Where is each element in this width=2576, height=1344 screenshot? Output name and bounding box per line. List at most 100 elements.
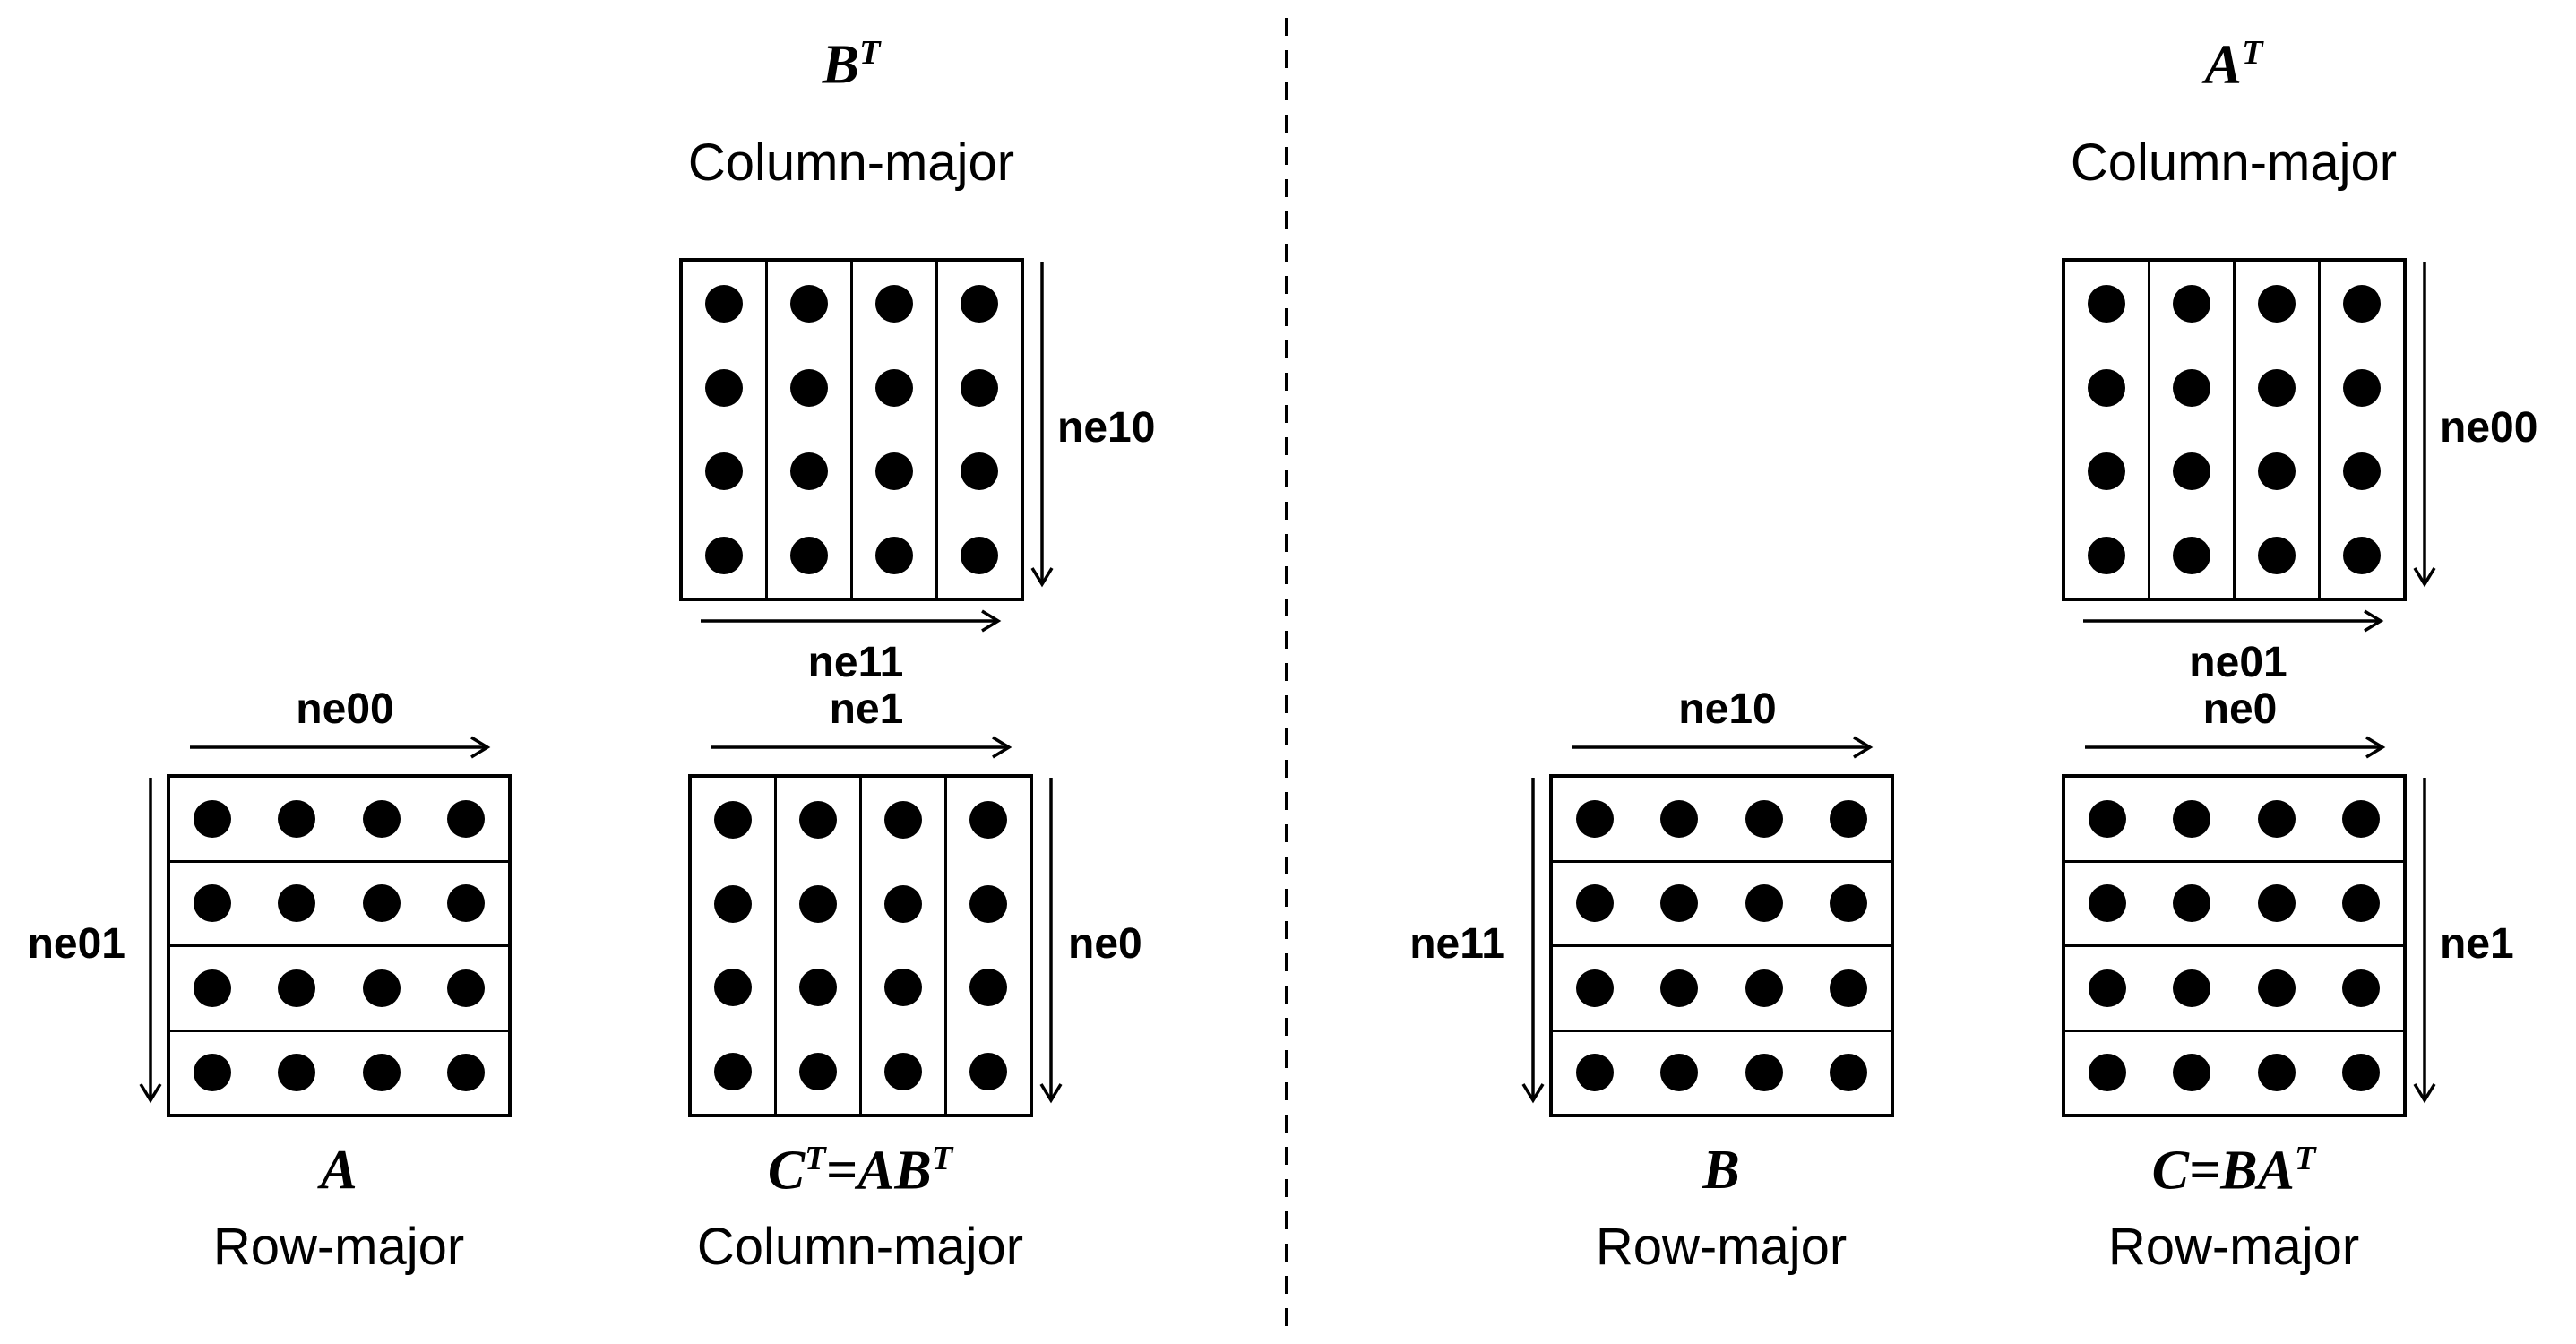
b-width-arrow-right-icon	[1572, 736, 1874, 759]
bt-width-arrow-right-icon	[701, 609, 1002, 633]
matrix-row	[1553, 863, 1891, 947]
matrix-element-dot	[1829, 1054, 1867, 1092]
matrix-element-dot	[790, 537, 828, 575]
matrix-element-dot	[2088, 368, 2125, 407]
matrix-column	[2236, 262, 2321, 598]
a-matrix-title: A	[320, 1140, 358, 1201]
matrix-element-dot	[278, 969, 316, 1007]
matrix-row	[1553, 1032, 1891, 1115]
matrix-element-dot	[705, 452, 743, 491]
matrix-element-dot	[278, 1054, 316, 1092]
matrix-element-dot	[2343, 368, 2381, 407]
matrix-element-dot	[1576, 969, 1615, 1007]
matrix-element-dot	[2341, 1054, 2380, 1092]
at-matrix-title: AT	[2204, 34, 2263, 96]
matrix-element-dot	[790, 368, 828, 407]
matrix-element-dot	[1745, 969, 1783, 1007]
a-height-arrow-down-icon	[139, 778, 162, 1104]
bt-storage-label: Column-major	[687, 134, 1015, 192]
matrix-element-dot	[969, 884, 1007, 923]
matrix-element-dot	[961, 537, 998, 575]
matrix-element-dot	[2257, 884, 2296, 923]
matrix-element-dot	[2257, 1054, 2296, 1092]
matrix-element-dot	[2088, 537, 2125, 575]
matrix-column	[2065, 262, 2150, 598]
ct-storage-label: Column-major	[696, 1218, 1024, 1276]
matrix-element-dot	[2341, 884, 2380, 923]
b-matrix-title: B	[1702, 1140, 1740, 1201]
bt-matrix-title: BT	[822, 34, 881, 96]
matrix-element-dot	[2089, 1054, 2127, 1092]
matrix-element-dot	[278, 799, 316, 838]
matrix-element-dot	[875, 284, 913, 323]
matrix-element-dot	[1660, 799, 1699, 838]
matrix-element-dot	[705, 368, 743, 407]
at-height-arrow-down-icon	[2413, 262, 2436, 588]
matrix-element-dot	[2258, 284, 2296, 323]
matrix-column	[768, 262, 853, 598]
a-storage-label: Row-major	[212, 1218, 465, 1276]
matrix-element-dot	[1576, 1054, 1615, 1092]
matrix-row	[170, 778, 508, 863]
matrix-element-dot	[714, 969, 752, 1007]
matrix-element-dot	[2341, 799, 2380, 838]
c-width-arrow-right-icon	[2085, 736, 2386, 759]
matrix-element-dot	[1660, 1054, 1699, 1092]
matrix-element-dot	[1745, 799, 1783, 838]
matrix-row	[2065, 778, 2403, 863]
ct-matrix-title: CT=ABT	[767, 1140, 953, 1202]
b-dim-label-ne10: ne10	[1678, 685, 1777, 733]
b-matrix-grid	[1549, 774, 1894, 1117]
matrix-element-dot	[875, 368, 913, 407]
ct-dim-label-ne0: ne0	[1068, 920, 1142, 968]
b-height-arrow-down-icon	[1521, 778, 1545, 1104]
at-dim-label-ne01: ne01	[2189, 639, 2287, 686]
c-dim-label-ne1: ne1	[2440, 920, 2514, 968]
c-storage-label: Row-major	[2107, 1218, 2360, 1276]
matrix-element-dot	[961, 368, 998, 407]
matrix-element-dot	[1745, 884, 1783, 923]
matrix-column	[683, 262, 768, 598]
matrix-element-dot	[1829, 969, 1867, 1007]
matrix-element-dot	[362, 799, 401, 838]
bt-height-arrow-down-icon	[1030, 262, 1054, 588]
bt-matrix-grid	[679, 258, 1024, 601]
ct-width-arrow-right-icon	[711, 736, 1012, 759]
matrix-row	[1553, 947, 1891, 1032]
at-width-arrow-right-icon	[2083, 609, 2384, 633]
matrix-element-dot	[705, 537, 743, 575]
matrix-element-dot	[194, 969, 232, 1007]
matrix-element-dot	[705, 284, 743, 323]
matrix-element-dot	[1576, 799, 1615, 838]
matrix-element-dot	[194, 884, 232, 923]
matrix-element-dot	[446, 969, 485, 1007]
matrix-element-dot	[799, 1053, 837, 1091]
matrix-element-dot	[790, 284, 828, 323]
a-matrix-grid	[167, 774, 512, 1117]
matrix-element-dot	[1745, 1054, 1783, 1092]
matrix-row	[1553, 778, 1891, 863]
bt-dim-label-ne10: ne10	[1057, 404, 1156, 452]
matrix-element-dot	[1660, 884, 1699, 923]
matrix-element-dot	[194, 799, 232, 838]
matrix-column	[862, 778, 947, 1114]
a-dim-label-ne00: ne00	[296, 685, 394, 733]
matrix-element-dot	[2088, 452, 2125, 491]
matrix-element-dot	[884, 800, 922, 839]
matrix-element-dot	[875, 452, 913, 491]
matrix-element-dot	[1829, 884, 1867, 923]
matrix-column	[777, 778, 862, 1114]
matrix-element-dot	[875, 537, 913, 575]
c-height-arrow-down-icon	[2413, 778, 2436, 1104]
matrix-element-dot	[961, 452, 998, 491]
matrix-element-dot	[969, 1053, 1007, 1091]
matrix-element-dot	[799, 969, 837, 1007]
at-dim-label-ne00: ne00	[2440, 404, 2538, 452]
matrix-element-dot	[2089, 969, 2127, 1007]
matrix-element-dot	[1576, 884, 1615, 923]
matrix-element-dot	[714, 884, 752, 923]
matrix-element-dot	[194, 1054, 232, 1092]
matrix-element-dot	[2258, 368, 2296, 407]
matrix-element-dot	[2089, 884, 2127, 923]
matrix-row	[170, 1032, 508, 1115]
